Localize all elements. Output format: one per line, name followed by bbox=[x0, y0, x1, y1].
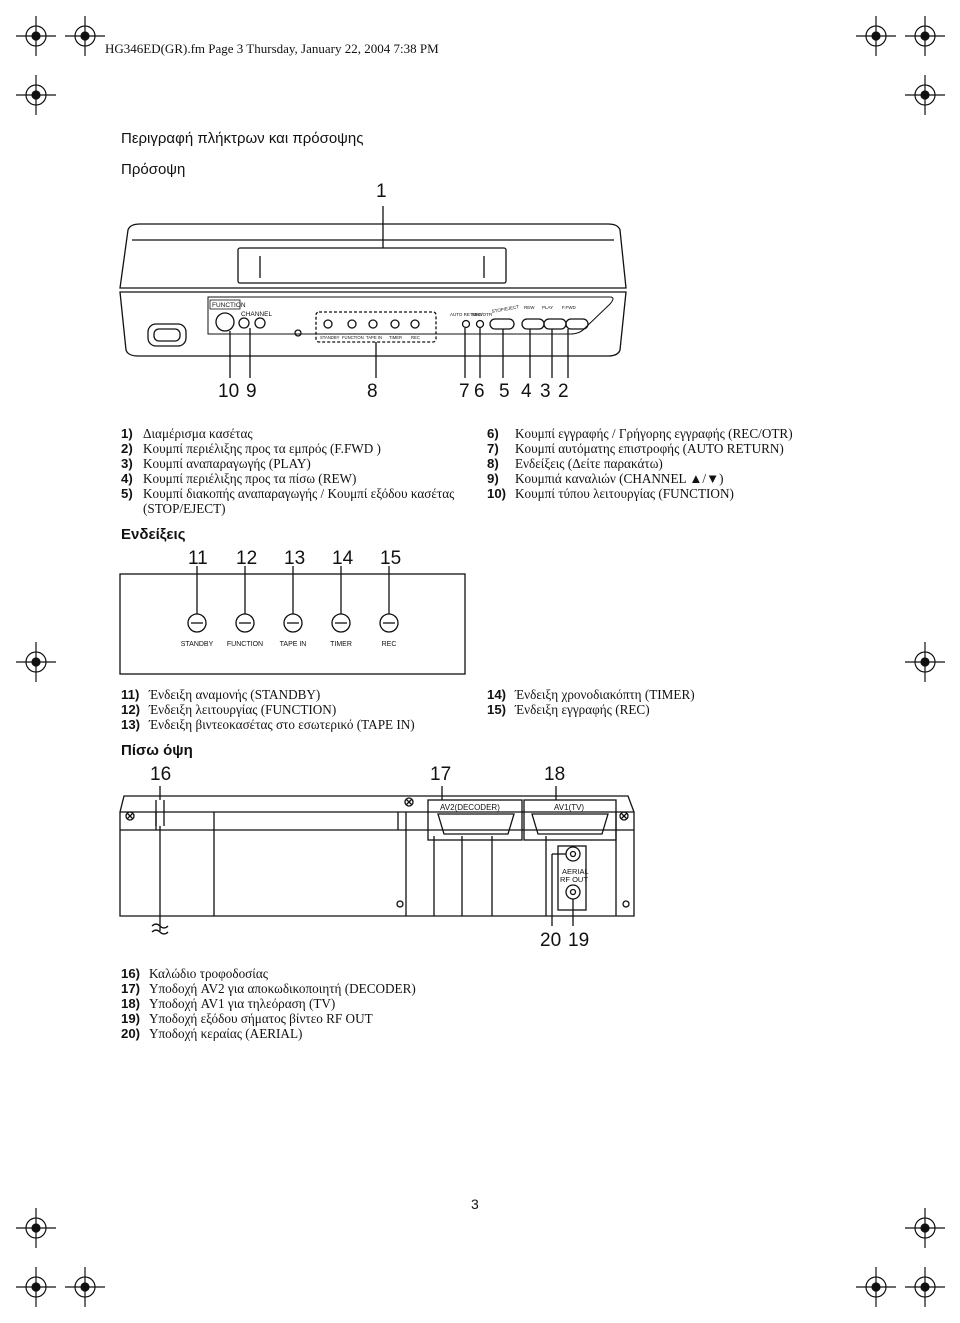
page-number: 3 bbox=[471, 1196, 479, 1212]
indicator-standby-label: STANDBY bbox=[181, 641, 214, 648]
panel-rec-label: REC bbox=[411, 335, 420, 340]
callout-6: 6 bbox=[474, 381, 485, 402]
indicator-timer-label: TIMER bbox=[330, 641, 352, 648]
panel-rew-label: REW bbox=[524, 305, 535, 310]
callout-12: 12 bbox=[236, 548, 258, 569]
callout-4: 4 bbox=[521, 381, 532, 402]
callout-1: 1 bbox=[376, 181, 387, 202]
indicator-function-label: FUNCTION bbox=[227, 641, 263, 648]
panel-channel-label: CHANNEL bbox=[241, 311, 272, 318]
panel-timer-label: TIMER bbox=[389, 335, 402, 340]
rear-heading: Πίσω όψη bbox=[121, 742, 193, 759]
function-led bbox=[235, 613, 255, 633]
callout-2: 2 bbox=[558, 381, 569, 402]
callout-20: 20 bbox=[540, 930, 562, 951]
list-item: 5)Κουμπί διακοπής αναπαραγωγής / Κουμπί … bbox=[121, 486, 455, 501]
list-item: 14)Ένδειξη χρονοδιακόπτη (TIMER) bbox=[487, 687, 695, 702]
list-item: 13)Ένδειξη βιντεοκασέτας στο εσωτερικό (… bbox=[121, 717, 415, 732]
callout-11: 11 bbox=[188, 548, 208, 569]
callout-13: 13 bbox=[284, 548, 306, 569]
front-view-diagram: FUNCTION CHANNEL AUTO RETURN REC/OTR STO… bbox=[119, 206, 627, 378]
front-list-right: 6)Κουμπί εγγραφής / Γρήγορης εγγραφής (R… bbox=[487, 426, 793, 501]
list-item: 9)Κουμπιά καναλιών (CHANNEL ▲/▼) bbox=[487, 471, 724, 486]
front-heading: Πρόσοψη bbox=[121, 161, 186, 178]
front-list-left: 1)Διαμέρισμα κασέτας 2)Κουμπί περιέλιξης… bbox=[121, 426, 454, 516]
panel-stop-eject-label: STOP/EJECT bbox=[491, 304, 519, 314]
callout-5: 5 bbox=[499, 381, 510, 402]
panel-rec-otr-label: REC/OTR bbox=[472, 312, 493, 317]
page-title: Περιγραφή πλήκτρων και πρόσοψης bbox=[121, 130, 364, 147]
callout-19: 19 bbox=[568, 930, 590, 951]
aerial-label: AERIAL bbox=[562, 867, 589, 876]
tape-in-led bbox=[283, 613, 303, 633]
rf-out-label: RF OUT bbox=[560, 875, 588, 884]
panel-tape-in-label: TAPE IN bbox=[366, 335, 382, 340]
timer-led bbox=[331, 613, 351, 633]
av1-label: AV1(TV) bbox=[554, 803, 584, 812]
indicators-diagram: STANDBY FUNCTION TAPE IN TIMER REC bbox=[119, 566, 466, 675]
rear-list: 16)Καλώδιο τροφοδοσίας 17)Υποδοχή AV2 γι… bbox=[121, 966, 416, 1041]
panel-auto-return-label: AUTO RETURN bbox=[450, 312, 482, 317]
list-item: 3)Κουμπί αναπαραγωγής (PLAY) bbox=[121, 456, 311, 471]
panel-function-label: FUNCTION bbox=[212, 302, 246, 309]
panel-ffwd-label: F.FWD bbox=[562, 305, 576, 310]
list-item: 18)Υποδοχή AV1 για τηλεόραση (TV) bbox=[121, 996, 336, 1011]
callout-14: 14 bbox=[332, 548, 354, 569]
panel-standby-label: STANDBY bbox=[320, 335, 340, 340]
list-item: (STOP/EJECT) bbox=[143, 501, 226, 516]
indicator-list-left: 11)Ένδειξη αναμονής (STANDBY) 12)Ένδειξη… bbox=[121, 687, 415, 732]
callout-8: 8 bbox=[367, 381, 378, 402]
list-item: 12)Ένδειξη λειτουργίας (FUNCTION) bbox=[121, 702, 337, 717]
list-item: 2)Κουμπί περιέλιξης προς τα εμπρός (F.FW… bbox=[121, 441, 381, 456]
callout-10: 10 bbox=[218, 381, 240, 402]
list-item: 20)Υποδοχή κεραίας (AERIAL) bbox=[121, 1026, 303, 1041]
list-item: 19)Υποδοχή εξόδου σήματος βίντεο RF OUT bbox=[121, 1011, 373, 1026]
list-item: 6)Κουμπί εγγραφής / Γρήγορης εγγραφής (R… bbox=[487, 426, 793, 441]
list-item: 8)Ενδείξεις (Δείτε παρακάτω) bbox=[487, 456, 663, 471]
panel-function-small-label: FUNCTION bbox=[342, 335, 364, 340]
av2-label: AV2(DECODER) bbox=[440, 803, 500, 812]
list-item: 17)Υποδοχή AV2 για αποκωδικοποιητή (DECO… bbox=[121, 981, 416, 996]
list-item: 7)Κουμπί αυτόματης επιστροφής (AUTO RETU… bbox=[487, 441, 784, 456]
rear-view-diagram: AV2(DECODER) AV1(TV) AERIAL RF OUT bbox=[119, 786, 635, 935]
callout-9: 9 bbox=[246, 381, 257, 402]
callout-18: 18 bbox=[544, 764, 566, 785]
callout-15: 15 bbox=[380, 548, 402, 569]
list-item: 11)Ένδειξη αναμονής (STANDBY) bbox=[121, 687, 321, 702]
list-item: 4)Κουμπί περιέλιξης προς τα πίσω (REW) bbox=[121, 471, 357, 486]
list-item: 1)Διαμέρισμα κασέτας bbox=[121, 426, 253, 441]
list-item: 10)Κουμπί τύπου λειτουργίας (FUNCTION) bbox=[487, 486, 734, 501]
rec-led bbox=[379, 613, 399, 633]
callout-16: 16 bbox=[150, 764, 172, 785]
callout-3: 3 bbox=[540, 381, 551, 402]
indicator-rec-label: REC bbox=[382, 641, 397, 648]
file-header: HG346ED(GR).fm Page 3 Thursday, January … bbox=[105, 41, 439, 56]
list-item: 16)Καλώδιο τροφοδοσίας bbox=[121, 966, 268, 981]
panel-play-label: PLAY bbox=[542, 305, 553, 310]
standby-led bbox=[187, 613, 207, 633]
indicators-heading: Ενδείξεις bbox=[121, 526, 186, 543]
callout-17: 17 bbox=[430, 764, 452, 785]
indicator-list-right: 14)Ένδειξη χρονοδιακόπτη (TIMER) 15)Ένδε… bbox=[487, 687, 695, 717]
indicator-tape-in-label: TAPE IN bbox=[280, 641, 307, 648]
callout-7: 7 bbox=[459, 381, 470, 402]
list-item: 15)Ένδειξη εγγραφής (REC) bbox=[487, 702, 650, 717]
